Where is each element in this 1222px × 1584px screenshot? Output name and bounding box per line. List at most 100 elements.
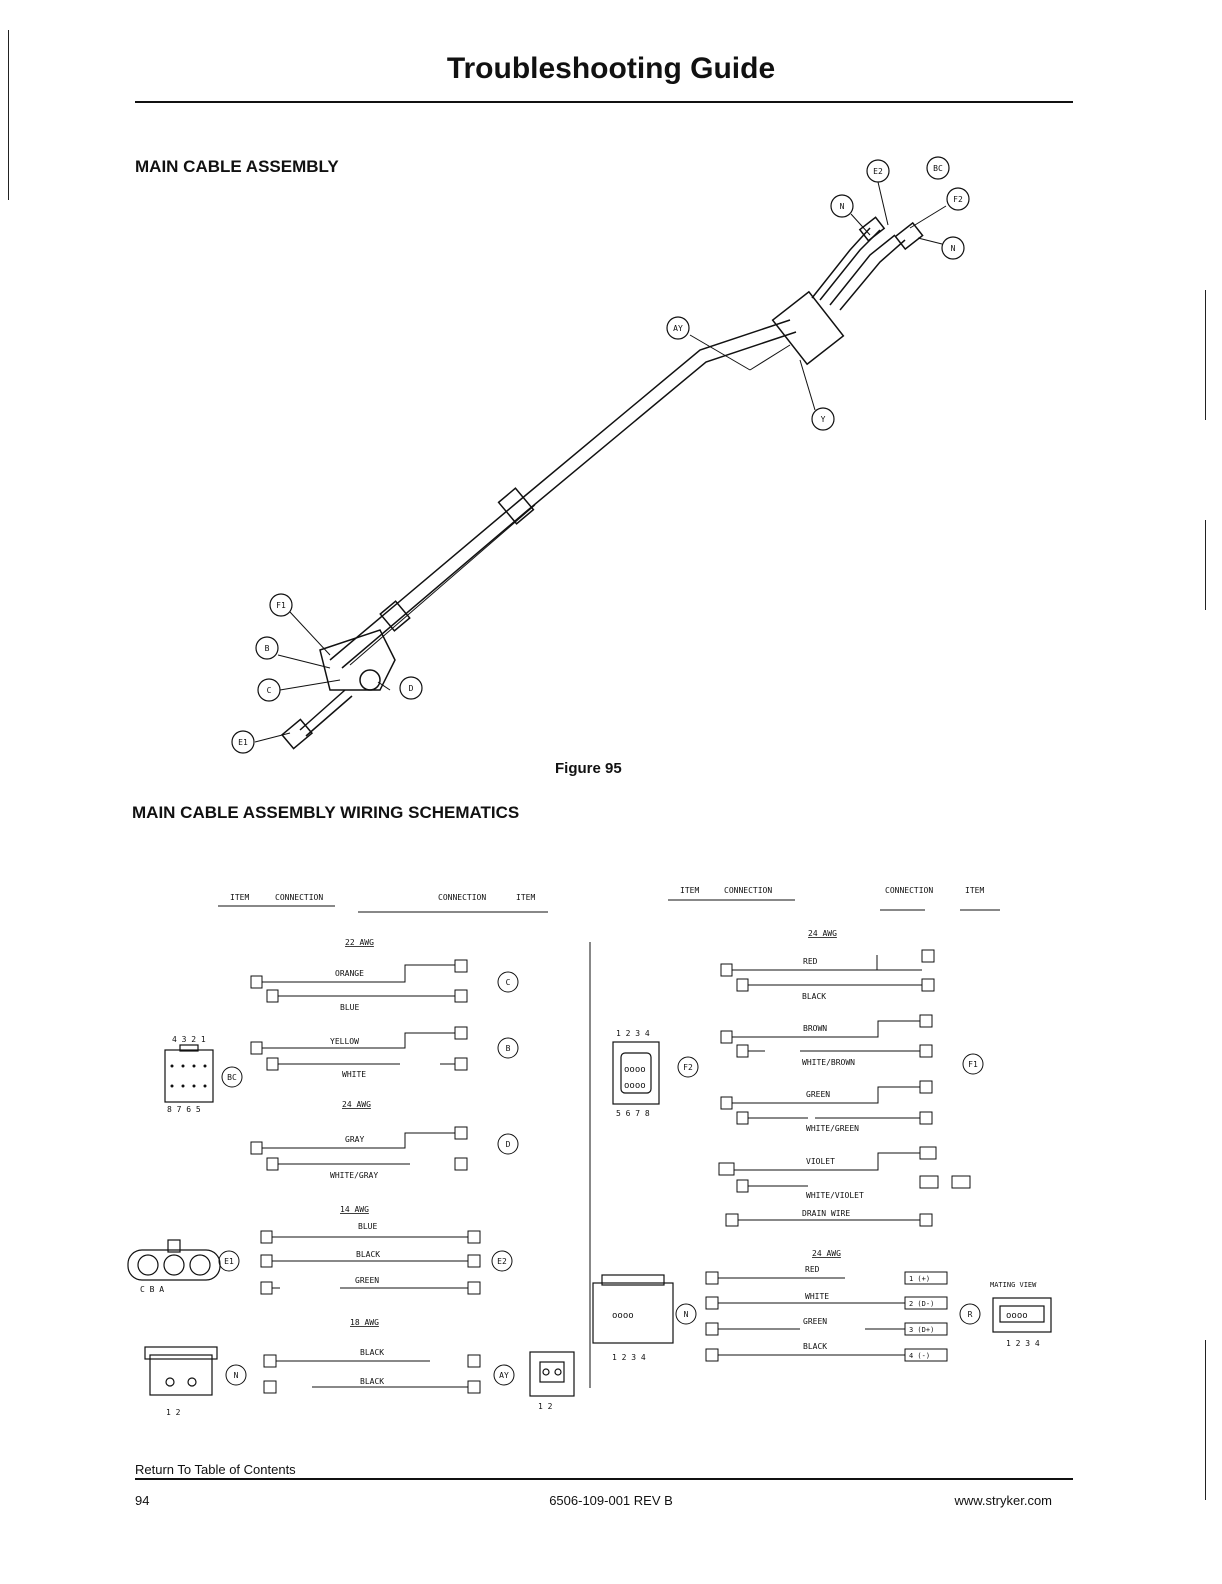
callout-circle [231,730,255,754]
pin-numbers: 4 3 2 1 [172,1035,206,1044]
bc-connector [164,1049,214,1103]
wire-label: GREEN [803,1317,827,1326]
callout-circle [946,187,970,211]
gauge-label: 24 AWG [812,1249,841,1258]
wire-label: WHITE/GRAY [330,1171,378,1180]
item-label: F1 [968,1060,978,1069]
wire-label: WHITE [342,1070,366,1079]
gauge-label: 24 AWG [808,929,837,938]
item-label: C [506,978,511,987]
callout-circle [941,236,965,260]
figure-caption: Figure 95 [555,760,622,777]
pin-numbers: 1 2 3 4 [612,1353,646,1362]
callout-label: F1 [276,601,286,610]
col-header-item: ITEM [680,886,699,895]
pin-numbers: 8 7 6 5 [167,1105,201,1114]
page-number: 94 [135,1493,150,1508]
doc-number: 6506-109-001 REV B [549,1493,673,1508]
item-label: N [234,1371,239,1380]
item-label: AY [499,1371,509,1380]
callout-circle [666,316,690,340]
wire-label: BLACK [803,1342,827,1351]
wire-label: BLACK [356,1250,380,1259]
gauge-label: 24 AWG [342,1100,371,1109]
item-label: E1 [224,1257,234,1266]
n-connector-left [149,1354,213,1396]
callout-label: N [840,202,845,211]
website: www.stryker.com [954,1493,1052,1508]
f2-connector [612,1041,660,1105]
col-header-connection: CONNECTION [275,893,323,902]
usb-terminal: 3 (D+) [909,1326,934,1334]
callout-label: BC [933,164,943,173]
col-header-connection: CONNECTION [438,893,486,902]
callout-circle [811,407,835,431]
item-label: E2 [497,1257,507,1266]
usb-receptacle [992,1297,1052,1333]
gauge-label: 22 AWG [345,938,374,947]
item-label: F2 [683,1063,693,1072]
gauge-label: 14 AWG [340,1205,369,1214]
scan-edge-mark [8,30,9,200]
wire-label: VIOLET [806,1157,835,1166]
callout-label: N [951,244,956,253]
pin-numbers: C B A [140,1285,164,1294]
usb-terminal: 4 (-) [909,1352,930,1360]
callout-circle [255,636,279,660]
usb-terminal: 2 (D-) [909,1300,934,1308]
callout-circle [269,593,293,617]
wire-label: BROWN [803,1024,827,1033]
callout-label: F2 [953,195,963,204]
callout-label: D [409,684,414,693]
pin-numbers: 1 2 3 4 [1006,1339,1040,1348]
scan-edge-mark [1205,290,1206,420]
svg-text:oooo: oooo [1006,1311,1028,1321]
mating-view-label: MATING VIEW [990,1281,1037,1289]
toc-link[interactable]: Return To Table of Contents [135,1462,296,1477]
page-title: Troubleshooting Guide [446,52,776,85]
col-header-item: ITEM [965,886,984,895]
item-label: R [968,1310,973,1319]
callout-circle [830,194,854,218]
pin-numbers: 1 2 3 4 [616,1029,650,1038]
callout-label: C [267,686,272,695]
footer-rule [135,1478,1073,1480]
item-label: D [506,1140,511,1149]
callout-label: E2 [873,167,883,176]
item-label: B [506,1044,511,1053]
pin-numbers: 1 2 [538,1402,553,1411]
pin-numbers: 1 2 [166,1408,181,1417]
col-header-connection: CONNECTION [724,886,772,895]
scan-edge-mark [1205,1340,1206,1500]
col-header-connection: CONNECTION [885,886,933,895]
wire-label: DRAIN WIRE [802,1209,850,1218]
wire-label: BLACK [360,1377,384,1386]
wire-label: GRAY [345,1135,364,1144]
wire-label: BLUE [358,1222,377,1231]
wire-label: GREEN [355,1276,379,1285]
col-header-item: ITEM [230,893,249,902]
wire-label: BLUE [340,1003,359,1012]
wire-label: GREEN [806,1090,830,1099]
svg-text:oooo: oooo [624,1065,646,1075]
wire-label: WHITE/VIOLET [806,1191,864,1200]
callout-label: B [265,644,270,653]
wire-label: ORANGE [335,969,364,978]
wire-label: RED [803,957,818,966]
wire-label: WHITE [805,1292,829,1301]
callout-circle [866,159,890,183]
item-label: N [684,1310,689,1319]
section-heading-cable: MAIN CABLE ASSEMBLY [135,157,339,176]
callout-label: Y [821,415,826,424]
wire-label: RED [805,1265,820,1274]
cable-illustration: E2 BC F2 N N AY Y F1 B C D E1 [231,156,970,754]
header-rule [135,101,1073,103]
col-header-item: ITEM [516,893,535,902]
e1-connector [127,1249,221,1281]
callout-label: E1 [238,738,248,747]
item-label: BC [227,1073,237,1082]
pin-numbers: 5 6 7 8 [616,1109,650,1118]
wire-label: BLACK [802,992,826,1001]
svg-text:oooo: oooo [612,1311,634,1321]
